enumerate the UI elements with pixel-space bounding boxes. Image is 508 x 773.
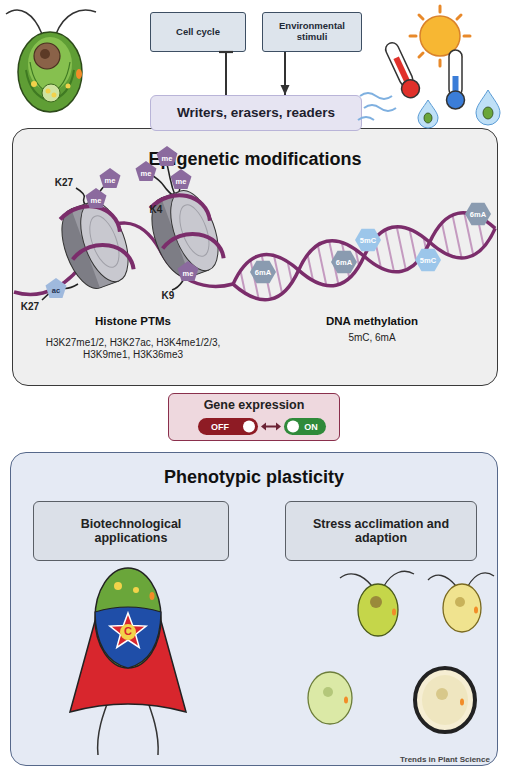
annotation-label: me bbox=[177, 269, 199, 278]
chlamydomonas-cell-part bbox=[34, 43, 60, 69]
chlamydomonas-cell-part bbox=[18, 32, 82, 112]
box-label: Biotechnological applications bbox=[52, 517, 210, 546]
chlamydomonas-cell bbox=[6, 10, 96, 112]
process-box: Writers, erasers, readers bbox=[150, 95, 362, 131]
environment-illustration-part bbox=[358, 93, 396, 120]
annotation-label: K4 bbox=[143, 204, 169, 216]
chlamydomonas-cell-part bbox=[26, 70, 74, 101]
annotation-label: me bbox=[99, 176, 121, 185]
chlamydomonas-cell-part bbox=[52, 93, 57, 98]
chlamydomonas-cell-part bbox=[31, 81, 37, 87]
annotation-label: C bbox=[121, 625, 135, 638]
box-label: Writers, erasers, readers bbox=[177, 105, 335, 121]
chlamydomonas-cell-part bbox=[6, 10, 42, 34]
box-label: Environmental stimuli bbox=[265, 21, 359, 43]
environment-illustration-part-part bbox=[393, 57, 412, 89]
process-box: Cell cycle bbox=[150, 12, 246, 52]
environment-illustration-part-part bbox=[410, 6, 470, 66]
watermark: Trends in Plant Science bbox=[387, 755, 503, 765]
annotation-label: me bbox=[85, 196, 107, 205]
annotation-label: DNA methylation bbox=[297, 315, 447, 329]
annotation-label: 5mC, 6mA bbox=[322, 332, 422, 344]
annotation-label: me bbox=[135, 169, 157, 178]
chlamydomonas-cell-part bbox=[76, 69, 82, 79]
environment-illustration-part bbox=[418, 100, 438, 128]
chlamydomonas-cell-part bbox=[42, 84, 60, 102]
annotation-label: K9 bbox=[155, 290, 181, 302]
chlamydomonas-cell-part bbox=[30, 62, 70, 93]
annotation-label: me bbox=[170, 177, 192, 186]
arrow-connector bbox=[284, 52, 286, 95]
process-box: Environmental stimuli bbox=[262, 12, 362, 52]
environment-illustration-part bbox=[453, 76, 459, 98]
annotation-label: H3K27me1/2, H3K27ac, H3K4me1/2/3, H3K9me… bbox=[45, 337, 221, 361]
environment-illustration-part bbox=[410, 6, 470, 66]
annotation-label: 6mA bbox=[250, 268, 276, 277]
environment-illustration-part bbox=[449, 50, 462, 96]
annotation-label: ac bbox=[45, 286, 67, 295]
annotation-label: 6mA bbox=[465, 210, 491, 219]
box-label: Epigenetic modifications bbox=[148, 149, 361, 170]
inhibition-connector bbox=[225, 52, 227, 95]
environment-illustration-part-part bbox=[384, 41, 415, 88]
environment-illustration-part bbox=[381, 40, 422, 101]
annotation-label: Histone PTMs bbox=[45, 315, 221, 329]
chlamydomonas-cell-part bbox=[46, 89, 51, 94]
environment-illustration-part bbox=[447, 91, 465, 109]
annotation-label: 6mA bbox=[331, 258, 357, 267]
chlamydomonas-cell-part bbox=[40, 49, 50, 59]
environment-illustration-part-part bbox=[420, 16, 460, 56]
annotation-label: me bbox=[156, 154, 178, 163]
annotation-label: ON bbox=[299, 421, 323, 432]
environment-illustration-part-part bbox=[399, 77, 423, 101]
annotation-label: OFF bbox=[205, 421, 235, 432]
chlamydomonas-cell-part bbox=[66, 84, 71, 89]
annotation-label: K27 bbox=[49, 177, 79, 189]
outcome-box: Biotechnological applications bbox=[33, 501, 229, 561]
chlamydomonas-cell-part bbox=[28, 37, 72, 91]
outcome-box: Stress acclimation and adaption bbox=[285, 501, 477, 561]
annotation-label: 5mC bbox=[355, 236, 381, 245]
box-label: Gene expression bbox=[204, 398, 305, 412]
environment-illustration bbox=[358, 6, 500, 128]
environment-illustration-part bbox=[424, 113, 432, 123]
annotation-label: 5mC bbox=[415, 256, 441, 265]
box-label: Phenotypic plasticity bbox=[164, 467, 344, 488]
box-label: Cell cycle bbox=[176, 27, 220, 38]
process-box: Gene expression bbox=[168, 393, 340, 441]
environment-illustration-part bbox=[483, 107, 493, 119]
annotation-label: K27 bbox=[15, 301, 45, 313]
box-label: Stress acclimation and adaption bbox=[308, 517, 454, 546]
process-box: Phenotypic plasticityBiotechnological ap… bbox=[10, 452, 498, 766]
environment-illustration-part bbox=[476, 90, 500, 125]
chlamydomonas-cell-part bbox=[56, 10, 96, 34]
